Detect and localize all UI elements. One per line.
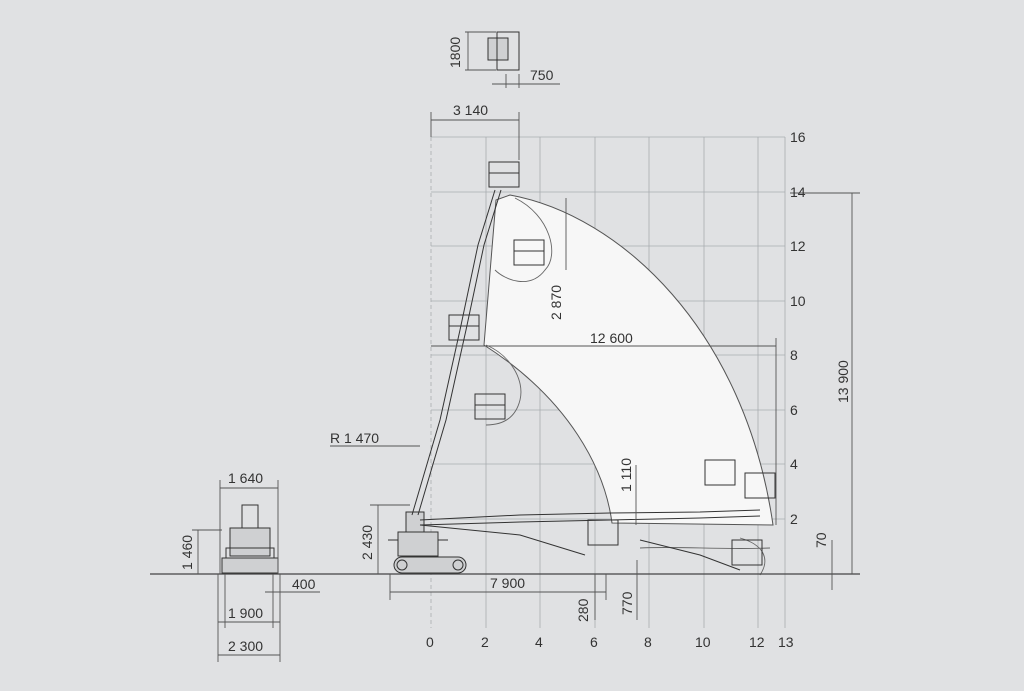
y-tick: 6 [790,402,798,418]
y-tick: 8 [790,347,798,363]
basket-top [488,161,520,188]
x-tick: 4 [535,634,543,650]
boom-lowered [419,524,741,571]
basket-mid [448,314,480,341]
dim-depth-280: 280 [575,598,591,622]
spider-lift-machine [388,511,467,574]
y-axis-ticks: 2 4 6 8 10 12 14 16 [790,129,806,527]
x-tick: 8 [644,634,652,650]
dim-basket-width: 750 [530,67,554,83]
dim-front-width-2300: 2 300 [228,638,263,654]
dim-track-offset: 400 [292,576,316,592]
front-view-dimensions [192,480,320,662]
dim-front-height: 1 460 [179,535,195,570]
x-tick: 6 [590,634,598,650]
basket-right-1 [704,459,776,499]
x-tick: 0 [426,634,434,650]
x-tick: 12 [749,634,765,650]
dim-front-width-top: 1 640 [228,470,263,486]
x-axis-ticks: 0 2 4 6 8 10 12 13 [426,634,794,650]
dim-stowed-height: 2 430 [359,525,375,560]
dim-max-outreach-offset: 3 140 [453,102,488,118]
basket-detail [465,31,560,88]
dim-max-outreach: 12 600 [590,330,633,346]
x-tick: 13 [778,634,794,650]
front-view-machine [221,504,279,574]
basket-lower [474,393,506,420]
dimension-lines [330,112,860,620]
x-tick: 10 [695,634,711,650]
working-envelope [483,194,774,576]
dim-front-width-1900: 1 900 [228,605,263,621]
y-tick: 2 [790,511,798,527]
dim-radius: R 1 470 [330,430,379,446]
x-tick: 2 [481,634,489,650]
y-tick: 14 [790,184,806,200]
y-tick: 10 [790,293,806,309]
boom-vertical [411,189,502,516]
dim-reach-7900: 7 900 [490,575,525,591]
dim-below-ground: 70 [813,532,829,548]
y-tick: 4 [790,456,798,472]
dim-basket-height: 1800 [447,37,463,68]
dim-arm-drop: 2 870 [548,285,564,320]
dim-jib-drop: 1 110 [618,458,634,492]
basket-upper [513,239,545,266]
y-tick: 12 [790,238,806,254]
basket-right-2 [587,519,763,566]
dim-depth-770: 770 [619,591,635,615]
dim-max-height: 13 900 [835,360,851,403]
y-tick: 16 [790,129,806,145]
